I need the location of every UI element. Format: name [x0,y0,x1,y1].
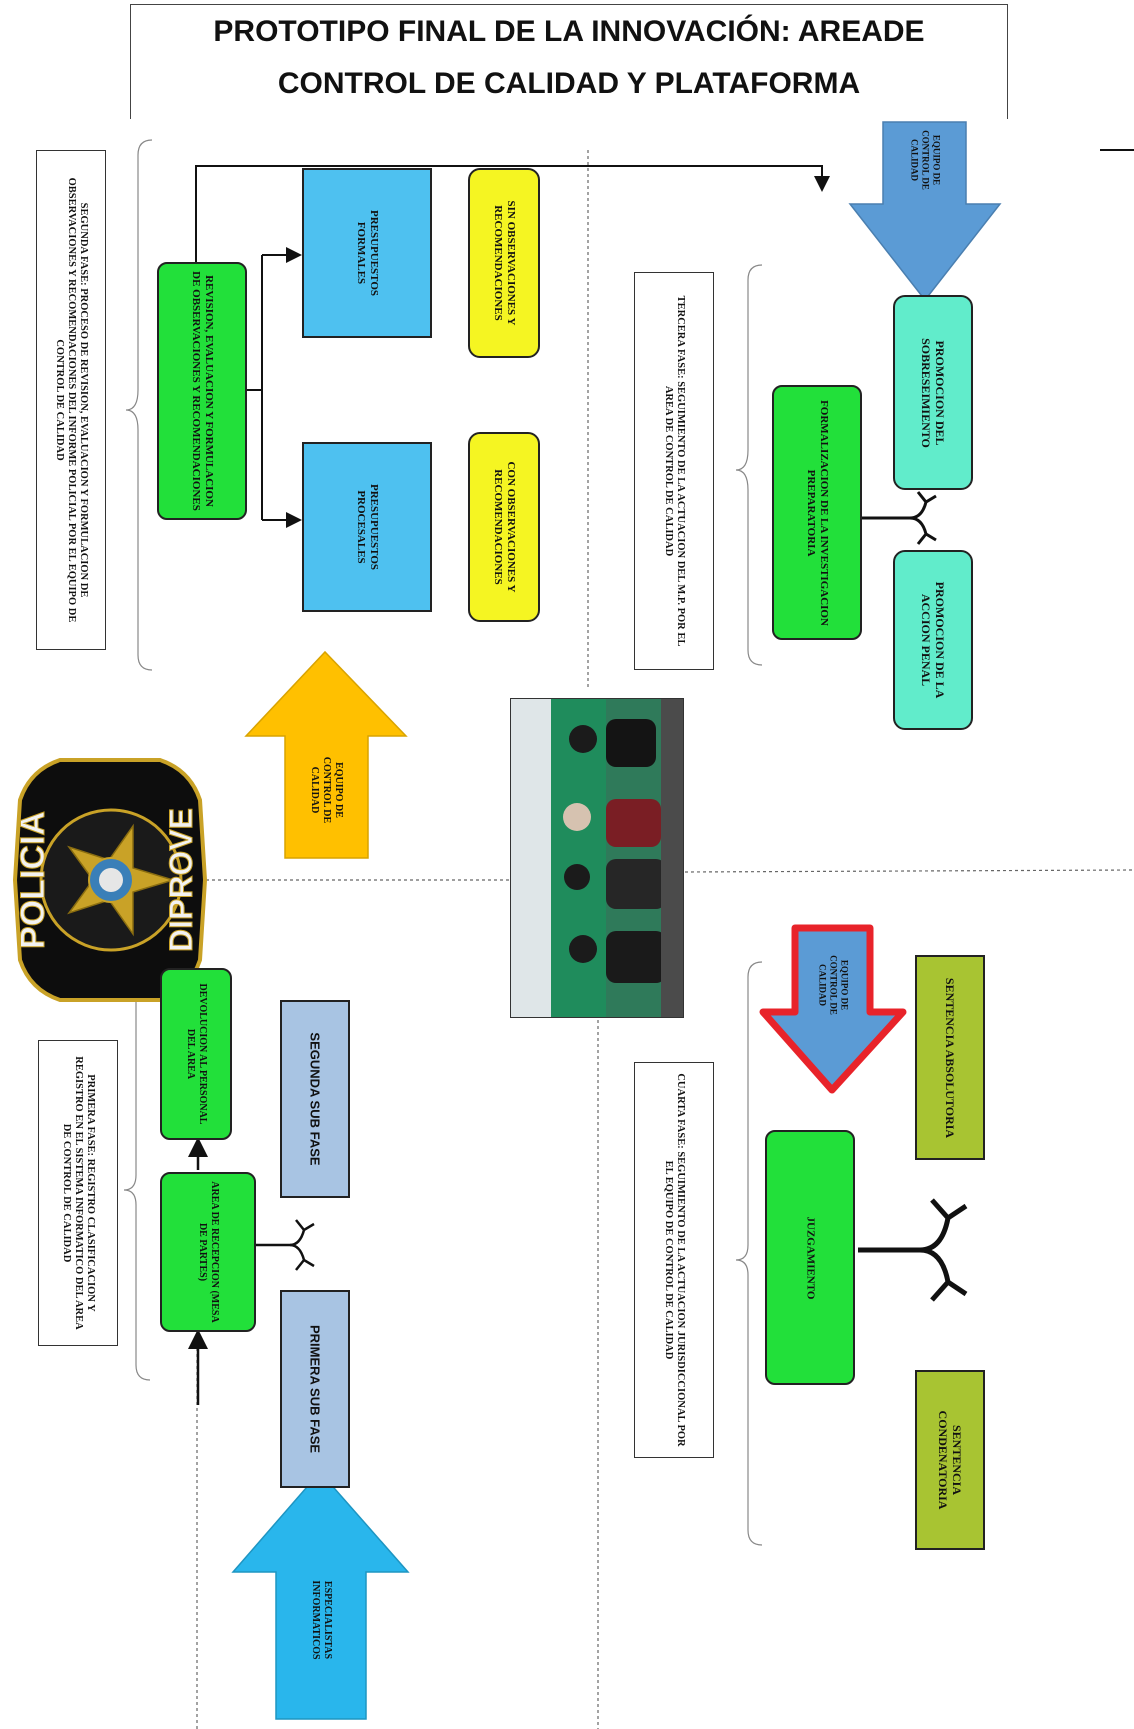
title-line-2: CONTROL DE CALIDAD Y PLATAFORMA [277,67,861,100]
box-con-observaciones: CON OBSERVACIONES Y RECOMENDACIONES [468,432,540,622]
box-juzgamiento: JUZGAMIENTO [765,1130,855,1385]
arrow-equipo-top-label: EQUIPO DE CONTROL DE CALIDAD [909,130,942,190]
phase-first-box: PRIMERA FASE: REGISTRO CLASIFICACION Y R… [38,1040,118,1346]
box-revision-label: REVISION, EVALUACION Y FORMULACION DE OB… [190,271,215,511]
arrow-especialistas-label: ESPECIALISTAS INFORMATICOS [310,1580,333,1660]
arrow-especialistas-shape [231,1470,410,1720]
box-segunda-sub-fase-label: SEGUNDA SUB FASE [307,1032,323,1166]
badge-top-text: POLICIA [14,811,52,949]
box-devolucion-label: DEVOLUCION AL PERSONAL DEL AREA [185,983,208,1125]
split-arrow-first-up [289,1219,315,1247]
box-accion-penal-label: PROMOCION DE LA ACCION PENAL [919,581,947,699]
bracket-second-phase [125,139,153,671]
box-primera-sub-fase-label: PRIMERA SUB FASE [307,1324,323,1454]
box-sobreseimiento: PROMOCION DEL SOBRESEIMIENTO [893,295,973,490]
box-formalizacion-label: FORMALIZACION DE LA INVESTIGACION PREPAR… [805,399,830,626]
box-con-observaciones-label: CON OBSERVACIONES Y RECOMENDACIONES [492,461,517,593]
divider-horizontal-right [684,869,1134,873]
arrow-equipo-red-shape [759,924,907,1094]
box-sin-observaciones: SIN OBSERVACIONES Y RECOMENDACIONES [468,168,540,358]
box-juzgamiento-label: JUZGAMIENTO [804,1216,817,1299]
officers-photo-art [511,699,683,1017]
title-line-1: PROTOTIPO FINAL DE LA INNOVACIÓN: AREADE [213,15,925,48]
phase-first-text: PRIMERA FASE: REGISTRO CLASIFICACION Y R… [61,1056,96,1330]
connector-revision-top [195,165,830,262]
title-box: PROTOTIPO FINAL DE LA INNOVACIÓN: AREADE… [130,4,1008,119]
box-condenatoria: SENTENCIA CONDENATORIA [915,1370,985,1550]
box-primera-sub-fase: PRIMERA SUB FASE [280,1290,350,1488]
box-sobreseimiento-label: PROMOCION DEL SOBRESEIMIENTO [919,337,947,448]
box-mesa-partes-label: AREA DE RECEPCION (MESA DE PARTES) [197,1181,220,1323]
phase-second-box: SEGUNDA FASE: PROCESO DE REVISION, EVALU… [36,150,106,650]
badge-bottom-text: DIPROVE [163,808,199,952]
bracket-third-phase [735,264,763,666]
phase-fourth-box: CUARTA FASE: SEGUIMIENTO DE LA ACTUACION… [634,1062,714,1458]
box-devolucion: DEVOLUCION AL PERSONAL DEL AREA [160,968,232,1140]
box-absolutoria: SENTENCIA ABSOLUTORIA [915,955,985,1160]
officers-photo [510,698,684,1018]
box-sin-observaciones-label: SIN OBSERVACIONES Y RECOMENDACIONES [492,200,517,326]
box-presupuestos-procesales: PRESUPUESTOS PROCESALES [302,442,432,612]
box-formalizacion: FORMALIZACION DE LA INVESTIGACION PREPAR… [772,385,862,640]
box-condenatoria-label: SENTENCIA CONDENATORIA [936,1410,964,1510]
phase-third-text: TERCERA FASE: SEGUIMIENTO DE LA ACTUACIO… [663,295,686,647]
box-mesa-partes: AREA DE RECEPCION (MESA DE PARTES) [160,1172,256,1332]
bracket-fourth-phase [735,961,763,1546]
phase-third-box: TERCERA FASE: SEGUIMIENTO DE LA ACTUACIO… [634,272,714,670]
box-accion-penal: PROMOCION DE LA ACCION PENAL [893,550,973,730]
box-presupuestos-procesales-label: PRESUPUESTOS PROCESALES [355,484,380,570]
arrow-equipo-red-label: EQUIPO DE CONTROL DE CALIDAD [817,955,850,1015]
split-arrow-third-down [909,516,937,545]
box-presupuestos-formales: PRESUPUESTOS FORMALES [302,168,432,338]
split-arrow-fourth-down [919,1247,968,1302]
box-segunda-sub-fase: SEGUNDA SUB FASE [280,1000,350,1198]
box-revision: REVISION, EVALUACION Y FORMULACION DE OB… [157,262,247,520]
box-absolutoria-label: SENTENCIA ABSOLUTORIA [943,977,957,1138]
box-presupuestos-formales-label: PRESUPUESTOS FORMALES [355,210,380,296]
phase-fourth-text: CUARTA FASE: SEGUIMIENTO DE LA ACTUACION… [663,1073,686,1447]
arrow-equipo-orange-shape [244,650,408,859]
police-badge-logo [12,758,208,1002]
split-arrow-fourth-up [919,1198,968,1253]
arrow-equipo-top-shape [848,121,1002,302]
phase-second-text: SEGUNDA FASE: PROCESO DE REVISION, EVALU… [54,177,89,623]
bracket-first-phase [123,984,151,1381]
arrow-equipo-orange-label: EQUIPO DE CONTROL DE CALIDAD [309,756,344,824]
split-arrow-third-up [909,491,937,520]
split-arrow-first-down [289,1243,315,1271]
